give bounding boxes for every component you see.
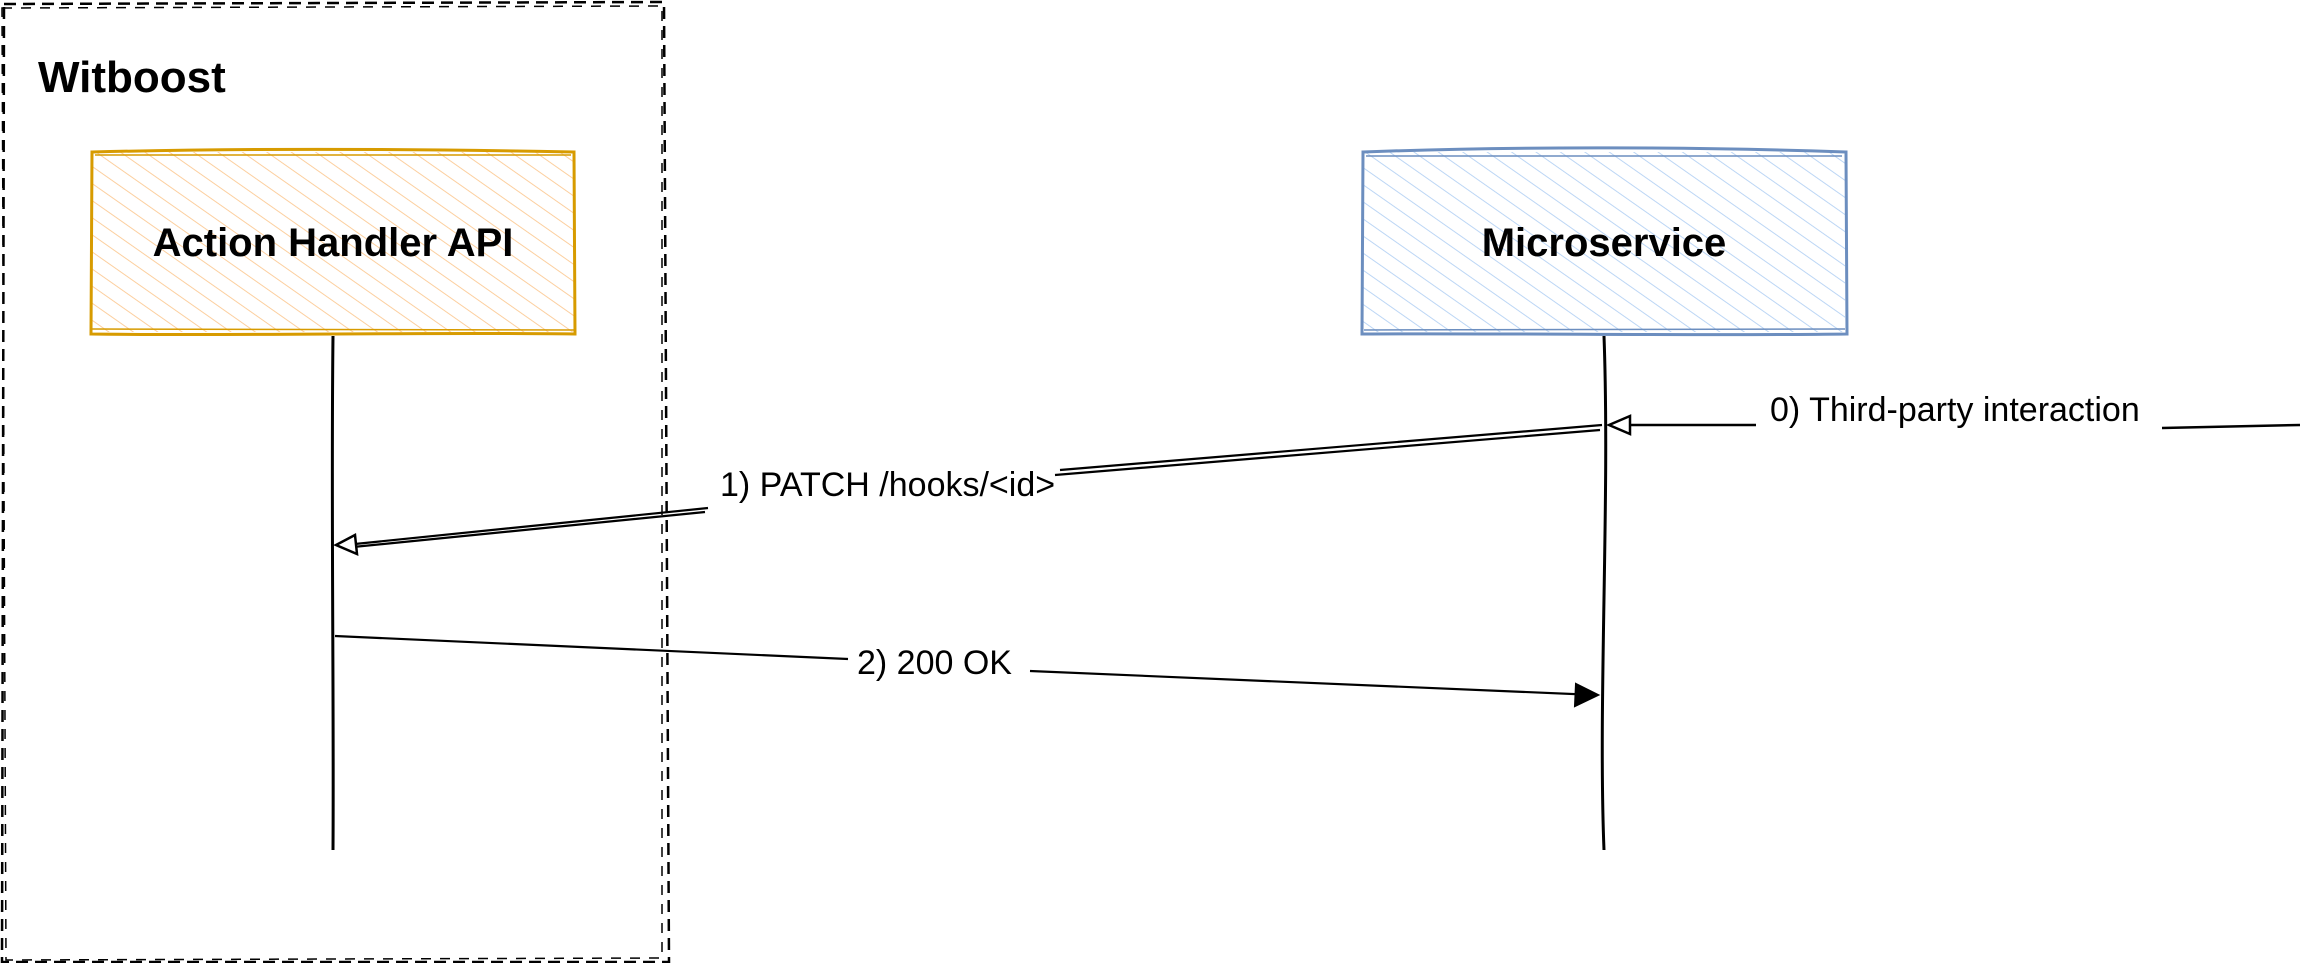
witboost-group-border-sketch [1, 5, 663, 961]
message-2-arrowhead [1573, 682, 1601, 708]
message-0-label: 0) Third-party interaction [1770, 391, 2140, 429]
witboost-group-title: Witboost [38, 53, 226, 102]
participant-action-handler-api: Action Handler API [89, 147, 577, 337]
message-1-line [342, 423, 1603, 550]
message-1-label: 1) PATCH /hooks/<id> [720, 466, 1055, 504]
witboost-group-border [0, 0, 671, 963]
microservice-label: Microservice [1482, 221, 1727, 265]
message-2: 2) 200 OK [334, 634, 1601, 708]
witboost-group: Witboost [0, 0, 671, 963]
microservice-box-border [1360, 146, 1849, 337]
action-handler-api-lifeline [330, 335, 335, 851]
message-1-arrowhead [333, 533, 359, 556]
microservice-box-border-sketch [1363, 155, 1846, 331]
participant-microservice: Microservice [1360, 146, 1849, 337]
microservice-lifeline [1600, 335, 1608, 851]
action-handler-api-label: Action Handler API [153, 221, 514, 265]
action-handler-api-box [92, 152, 574, 332]
message-0-line [1614, 423, 2301, 430]
message-1: 1) PATCH /hooks/<id> [333, 423, 1603, 556]
action-handler-api-box-border-sketch [91, 154, 575, 331]
action-handler-api-box-border [89, 147, 577, 337]
message-2-label: 2) 200 OK [857, 644, 1012, 682]
message-0: 0) Third-party interaction [1605, 391, 2301, 436]
message-0-arrowhead [1605, 414, 1632, 436]
microservice-box [1363, 152, 1845, 332]
message-2-line [334, 634, 1597, 697]
